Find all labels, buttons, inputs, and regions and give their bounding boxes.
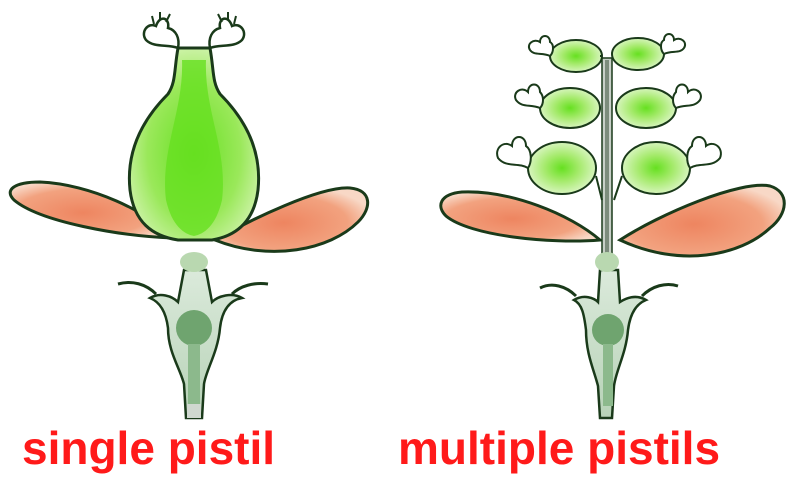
pistil-left-middle <box>515 85 600 129</box>
axis-base <box>595 252 619 272</box>
receptacle-core <box>592 314 624 346</box>
single-pistil-label: single pistil <box>22 425 275 471</box>
multiple-pistils-label: multiple pistils <box>398 425 720 471</box>
central-axis-core <box>605 60 609 268</box>
pistil-left-bottom <box>497 137 602 200</box>
sepal-right <box>642 284 678 296</box>
stalk-core <box>188 344 200 404</box>
stigma <box>144 19 244 48</box>
single-pistil-flower-icon <box>10 12 367 418</box>
receptacle-core <box>176 310 212 346</box>
stalk-tip <box>187 404 201 418</box>
pistil-left-top <box>529 36 602 72</box>
multiple-pistils-flower-icon <box>441 34 784 418</box>
receptacle-top <box>180 252 208 272</box>
right-petal <box>620 185 784 256</box>
stalk-core <box>603 344 613 406</box>
pistil-right-bottom <box>614 137 721 200</box>
sepal-left <box>540 285 576 296</box>
sepal-left <box>118 282 156 294</box>
pistil-right-middle <box>616 85 701 129</box>
sepal-right <box>232 283 268 294</box>
left-petal <box>441 192 600 241</box>
pistil-right-top <box>612 34 685 70</box>
